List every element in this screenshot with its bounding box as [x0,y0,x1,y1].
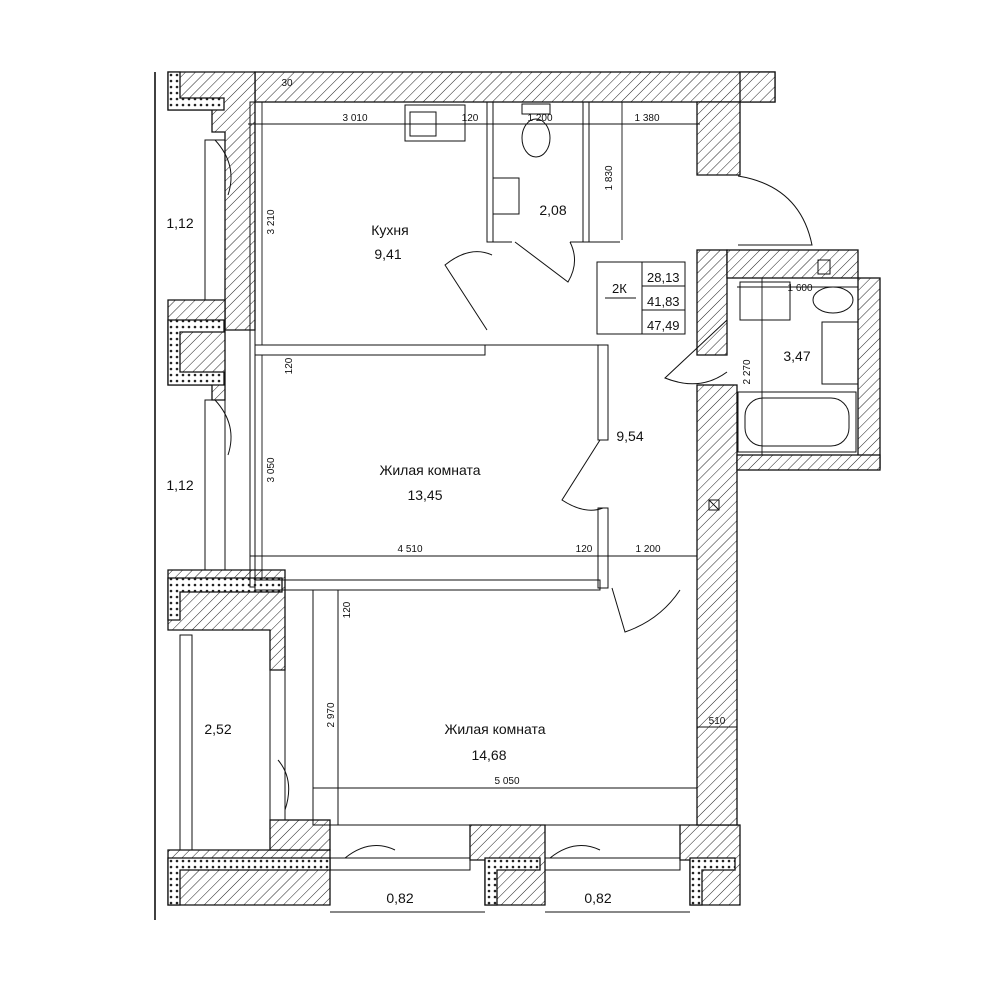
balcony-door-4 [344,845,396,859]
bath-wall-bottom [736,454,881,471]
room-labels: Кухня 9,41 2,08 Жилая комната 13,45 9,54… [166,202,810,906]
dim-120-mid: 120 [576,544,593,555]
bath-wall-right [857,277,881,469]
hall-area: 9,54 [616,428,643,444]
windows [154,72,690,920]
ventilation-cross-icon [708,499,720,511]
wc-door [514,241,575,283]
toilet-tank-icon [521,103,551,115]
window-3 [269,669,286,821]
balcony-door-1 [214,139,232,196]
entrance-door [737,175,813,246]
dim-120-lower: 120 [342,601,353,618]
total-area-with-balconies: 47,49 [647,318,680,333]
living-room-2-name: Жилая комната [444,721,545,737]
apartment-type: 2К [612,281,627,296]
balcony-door-5 [549,845,601,859]
summary-frame [596,261,686,335]
bathtub-icon [737,391,857,453]
doors [444,175,813,633]
dim-2970: 2 970 [326,702,337,727]
living-room-1-area: 13,45 [407,487,442,503]
living-room-2-area: 14,68 [471,747,506,763]
riser-icon [817,259,831,275]
dim-3050: 3 050 [266,457,277,482]
insulation-pier-1 [167,319,225,386]
balcony-door-2 [214,399,232,456]
total-area: 41,83 [647,294,680,309]
insulation-bottom-right [689,857,736,906]
fixtures [404,103,859,511]
top-left-wall [167,71,256,331]
dim-5050: 5 050 [494,776,519,787]
dim-1380: 1 380 [634,113,659,124]
dimension-lines [248,102,858,825]
room1-door [561,439,604,511]
insulation-pier-2 [167,577,283,621]
dim-1600: 1 600 [787,283,812,294]
rooms-divider [254,579,601,591]
dim-3010: 3 010 [342,113,367,124]
window-1 [204,139,226,301]
bath-door [664,319,728,385]
left-inner-wall [249,101,256,588]
dim-1200-mid: 1 200 [635,544,660,555]
wc-wall-left [486,101,494,243]
kitchen-area: 9,41 [374,246,401,262]
dim-3210: 3 210 [266,209,277,234]
balcony-3-area: 2,52 [204,721,231,737]
kitchen-name: Кухня [371,222,408,238]
entrance-wall [696,71,776,176]
balcony-5-area: 0,82 [584,890,611,906]
balcony-door-3 [277,759,290,811]
window-4 [329,857,471,871]
sink-icon [404,104,466,142]
bath-wall-top [726,249,859,279]
balcony-1-area: 1,12 [166,215,193,231]
balcony-4-area: 0,82 [386,890,413,906]
walls [167,71,881,906]
room2-door [611,587,681,633]
balcony-2-area: 1,12 [166,477,193,493]
room1-wall-right [597,344,609,441]
insulation-bottom-mid [484,857,541,906]
dim-120-top: 120 [462,113,479,124]
dim-1830: 1 830 [604,165,615,190]
bath-wall-left [696,249,728,356]
wc-sink-icon [492,177,520,215]
dim-1200-top: 1 200 [527,113,552,124]
dimension-labels: 3 010 120 1 200 1 380 30 1 830 3 210 120… [266,78,813,787]
bathroom-area: 3,47 [783,348,810,364]
insulation-top-left [167,71,225,111]
insulation [167,71,736,906]
dim-30: 30 [281,78,293,89]
wc-area: 2,08 [539,202,566,218]
kitchen-wall-bottom [254,344,486,356]
dim-510: 510 [709,716,726,727]
right-wall [696,384,738,826]
bath-sink-icon [821,321,859,385]
ventilation-icon [708,499,720,511]
summary-box: 2К 28,13 41,83 47,49 [596,261,686,335]
living-room-1-name: Жилая комната [379,462,480,478]
washing-machine-icon [739,281,791,321]
window-2 [204,399,226,571]
dim-120-left: 120 [284,357,295,374]
top-wall [254,71,776,103]
partitions [249,101,697,826]
wc-wall-right [582,101,590,243]
living-area-total: 28,13 [647,270,680,285]
bathtub-inner-icon [744,397,850,447]
kitchen-door [444,251,493,331]
balcony-frame-3 [179,634,193,851]
window-5 [544,857,681,871]
bath-toilet-icon [812,286,854,314]
toilet-icon [521,118,551,158]
dim-2270: 2 270 [742,359,753,384]
room1-wall-right-lower [597,507,609,589]
dim-4510: 4 510 [397,544,422,555]
